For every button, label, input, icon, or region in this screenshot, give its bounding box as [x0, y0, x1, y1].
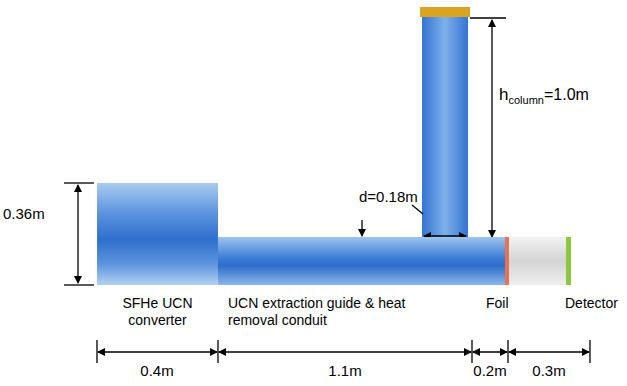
vertical-column: [422, 14, 468, 240]
dim-line: [219, 351, 471, 352]
dim-line: [98, 351, 217, 352]
dimension-label: 0.36m: [3, 205, 45, 223]
dimension-label: =1.0m: [544, 86, 589, 103]
flight-section: [509, 237, 567, 285]
dim-tick: [96, 340, 97, 363]
detector: Detector: [566, 237, 571, 285]
part-label: Foil: [486, 295, 509, 312]
part-label: SFHe UCN converter: [97, 295, 218, 329]
dim-tick: [64, 182, 94, 183]
part-label: UCN extraction guide & heat removal cond…: [228, 295, 433, 329]
dimension-label: 0.3m: [532, 362, 565, 380]
dim-tick: [64, 284, 94, 285]
dimension-label: 0.4m: [140, 362, 173, 380]
dimension-label: 0.2m: [473, 362, 506, 380]
dim-tick: [471, 340, 472, 363]
dim-line: [473, 351, 507, 352]
dim-line: [491, 20, 492, 237]
dim-tick: [217, 340, 218, 363]
leader-line: [412, 205, 423, 214]
dimension-label: d=0.18m: [359, 188, 418, 206]
converter-vessel: SFHe UCN converter: [97, 183, 218, 285]
dim-tick: [470, 17, 506, 18]
dim-line: [361, 220, 362, 236]
dimension-label: h: [499, 85, 508, 104]
height-label: hcolumn=1.0m: [499, 84, 589, 111]
column-cap: [420, 7, 470, 17]
subscript: column: [508, 94, 543, 106]
foil: Foil: [505, 237, 509, 285]
dim-line: [509, 351, 589, 352]
dim-tick: [589, 340, 590, 363]
dim-line: [77, 185, 78, 283]
part-label: Detector: [565, 295, 618, 312]
dim-tick: [507, 340, 508, 363]
extraction-guide: UCN extraction guide & heat removal cond…: [218, 237, 505, 285]
dimension-label: 1.1m: [328, 362, 361, 380]
